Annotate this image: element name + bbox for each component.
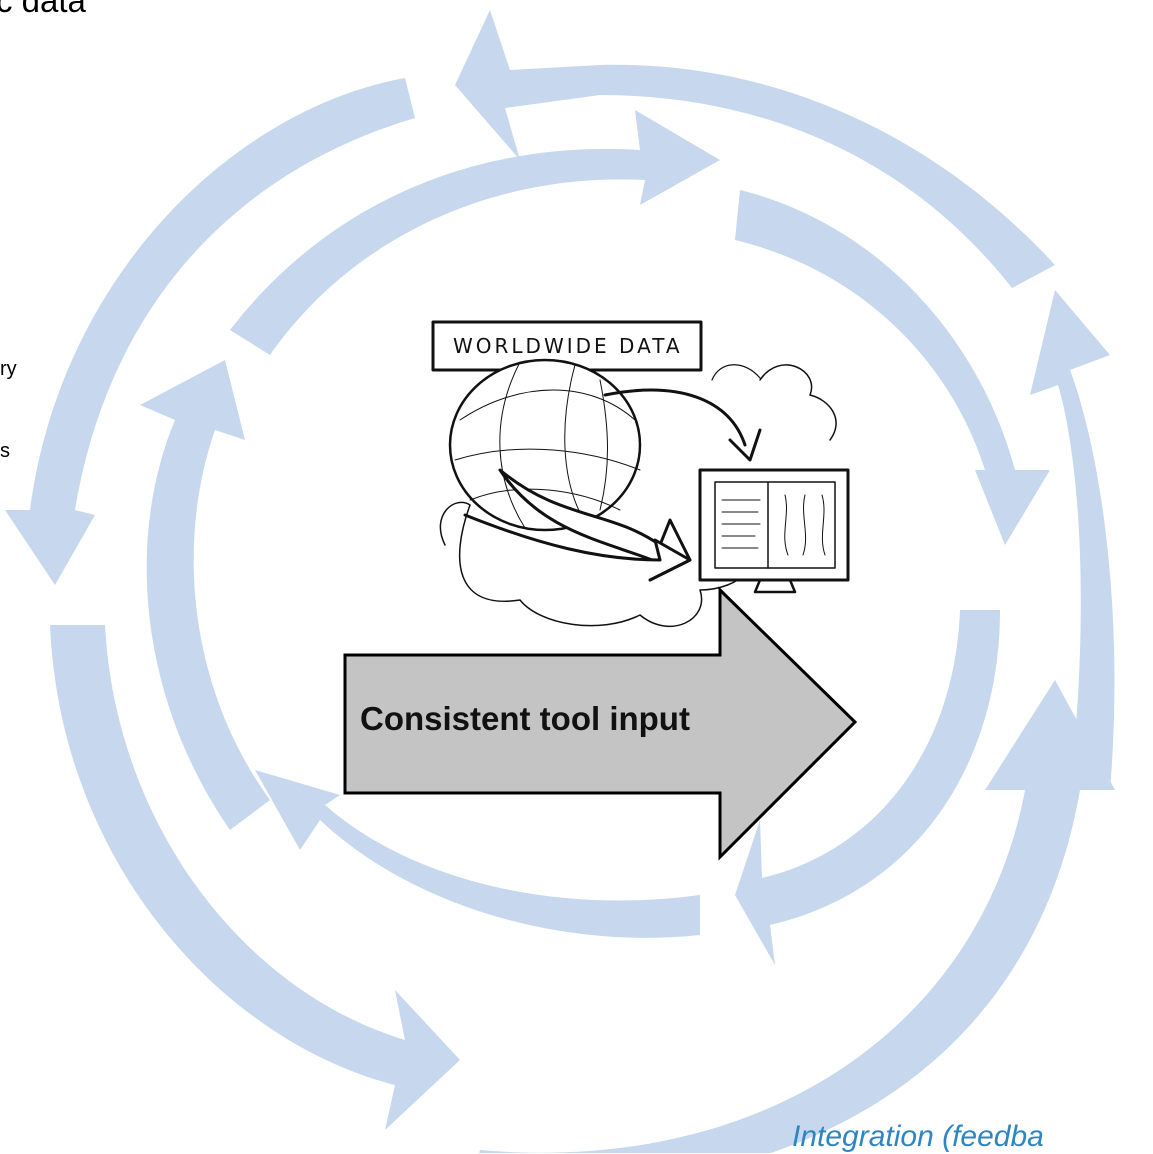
fragment-bottom-right: Integration (feedba: [792, 1120, 1044, 1153]
outer-arrow-bottom-left: [50, 625, 460, 1130]
outer-arrow-right: [1030, 290, 1115, 790]
cloud-icon: [439, 364, 837, 627]
center-arrow-label: Consistent tool input: [360, 700, 690, 737]
worldwide-data-illustration: WORLDWIDE DATA: [431, 320, 850, 627]
sign-text: WORLDWIDE DATA: [453, 334, 683, 358]
globe-icon: [448, 358, 692, 582]
inner-arrow-top-right: [735, 190, 1050, 545]
curved-arrow-icon: [603, 388, 762, 462]
inner-cycle-arrows: [140, 110, 1050, 965]
outer-arrow-top: [455, 10, 1055, 288]
fragment-left-2: s: [0, 440, 10, 462]
inner-arrow-bottom: [255, 770, 700, 938]
fragment-top-left: c data: [0, 0, 86, 19]
outer-arrow-bottom-right: [479, 680, 1115, 1153]
center-arrow: [343, 586, 858, 861]
inner-arrow-bottom-right: [735, 610, 1000, 965]
inner-arrow-top: [230, 110, 720, 355]
inner-arrow-left: [140, 360, 270, 830]
fragment-left-1: ry: [0, 358, 17, 380]
outer-cycle-arrows: [5, 10, 1115, 1153]
monitor-icon: [698, 468, 850, 594]
outer-arrow-left: [5, 78, 415, 585]
